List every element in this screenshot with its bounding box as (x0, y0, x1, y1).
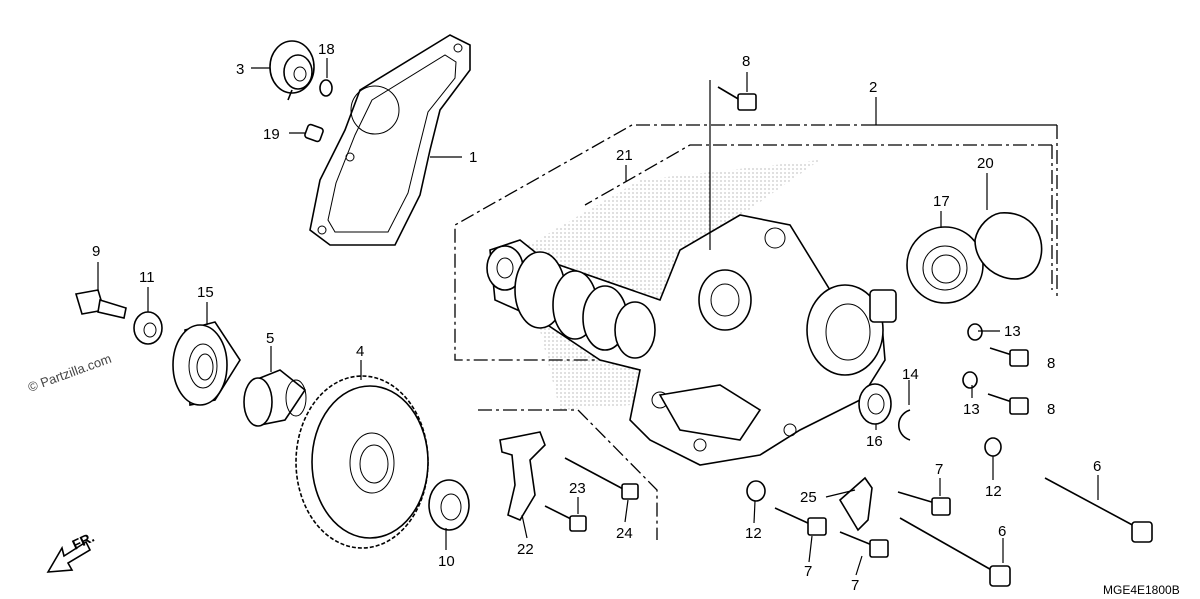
watermark-text: © Partzilla.com (26, 351, 113, 395)
leader-lines (97, 58, 1099, 576)
callout-8-mid: 8 (1047, 355, 1055, 372)
callout-labels: 1 2 3 4 5 6 6 7 7 7 8 8 8 9 10 11 12 12 … (92, 41, 1101, 594)
callout-3: 3 (236, 61, 244, 78)
diagram-code: MGE4E1800B (1103, 583, 1180, 597)
callout-12-left: 12 (745, 525, 762, 542)
washer-part-12-right (984, 437, 1002, 457)
callout-1: 1 (469, 149, 477, 166)
callout-13-lower: 13 (963, 401, 980, 418)
o-ring-part-18 (319, 79, 333, 97)
seal-part-10 (428, 479, 470, 531)
spacer-part-16 (858, 383, 892, 425)
callout-7-mid: 7 (804, 563, 812, 580)
washer-part-12-left (746, 480, 766, 502)
washer-part-13-upper (967, 323, 983, 341)
callout-14: 14 (902, 366, 919, 383)
assembly-boundary-21 (478, 144, 1053, 540)
bolt-part-8-mid (989, 347, 1029, 367)
callout-9: 9 (92, 243, 100, 260)
callout-8-low: 8 (1047, 401, 1055, 418)
gasket-part-1 (309, 34, 471, 246)
callout-7-right: 7 (935, 461, 943, 478)
bolt-part-6-upper (1044, 477, 1153, 543)
bolt-part-7-low (839, 531, 889, 558)
bolt-part-23 (544, 505, 587, 532)
washer-part-13-lower (962, 371, 978, 389)
callout-21: 21 (616, 147, 633, 164)
callout-15: 15 (197, 284, 214, 301)
callout-7-low: 7 (851, 577, 859, 594)
callout-2: 2 (869, 79, 877, 96)
assembly-boundary-2 (454, 124, 1058, 361)
bolt-part-8-top (717, 86, 757, 111)
front-direction-arrow: FR. (46, 529, 97, 573)
callout-19: 19 (263, 126, 280, 143)
bolt-part-24 (564, 457, 639, 500)
callout-23: 23 (569, 480, 586, 497)
bearing-part-15 (172, 321, 241, 406)
callout-13-upper: 13 (1004, 323, 1021, 340)
snap-ring-part-14 (897, 409, 911, 441)
callout-8-top: 8 (742, 53, 750, 70)
callout-20: 20 (977, 155, 994, 172)
callout-11: 11 (139, 269, 155, 286)
bolt-part-7-right (897, 491, 951, 516)
callout-16: 16 (866, 433, 883, 450)
collar-part-5 (243, 369, 307, 427)
callout-10: 10 (438, 553, 455, 570)
oil-pump-cover-part-3 (269, 40, 315, 101)
washer-part-11 (133, 311, 163, 345)
callout-6-lower: 6 (998, 523, 1006, 540)
front-direction-label: FR. (70, 529, 97, 553)
bracket-part-25 (838, 476, 873, 532)
callout-5: 5 (266, 330, 274, 347)
dowel-pin-part-19 (304, 123, 324, 143)
callout-24: 24 (616, 525, 633, 542)
gear-part-4 (295, 375, 429, 549)
callout-18: 18 (318, 41, 335, 58)
circlip-part-20 (974, 212, 1043, 280)
callout-22: 22 (517, 541, 534, 558)
bolt-part-7-mid (774, 507, 827, 536)
callout-12-right: 12 (985, 483, 1002, 500)
bolt-part-6-lower (899, 517, 1011, 587)
final-drive-housing-part-2 (486, 214, 897, 466)
callout-6-upper: 6 (1093, 458, 1101, 475)
bolt-part-9 (74, 289, 127, 319)
bolt-part-8-low (987, 393, 1029, 415)
oil-seal-part-17 (906, 226, 984, 304)
callout-4: 4 (356, 343, 364, 360)
callout-25: 25 (800, 489, 817, 506)
callout-17: 17 (933, 193, 950, 210)
bracket-part-22 (499, 431, 546, 522)
